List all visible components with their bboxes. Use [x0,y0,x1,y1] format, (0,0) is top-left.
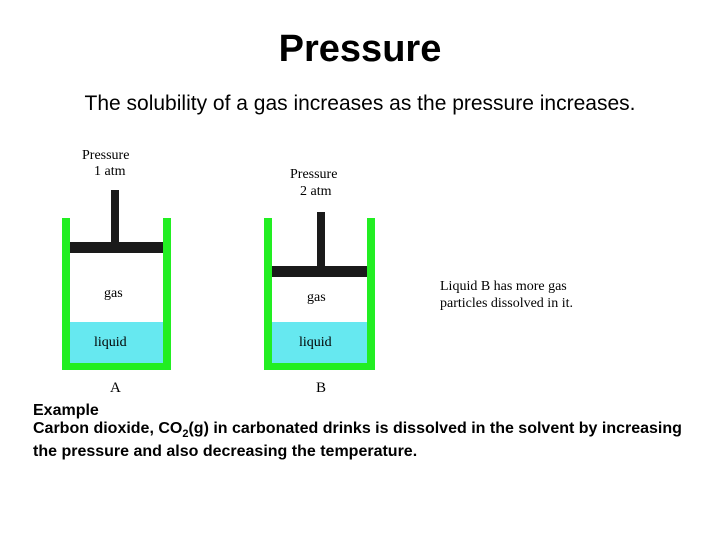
container-b-liquid [272,322,367,363]
slide-subtitle: The solubility of a gas increases as the… [84,92,636,115]
container-a-pressure-value: 1 atm [94,164,126,179]
container-a-gas-label: gas [104,286,123,301]
container-b-bottom-wall [264,363,375,370]
container-b-pressure-label: Pressure [290,167,337,182]
example-text-after: (g) in carbonated drinks is dissolved in… [33,420,682,461]
container-b-liquid-label: liquid [299,335,332,350]
slide-title: Pressure [278,28,442,70]
example-subscript: 2 [182,428,189,441]
container-b-piston-plate [272,266,367,277]
example-text: Carbon dioxide, CO2(g) in carbonated dri… [33,420,693,461]
example-text-before: Carbon dioxide, CO [33,420,183,437]
container-a-piston-rod [111,190,119,242]
container-a-pressure-label: Pressure [82,148,129,163]
container-b-pressure-value: 2 atm [300,184,332,199]
container-b-letter: B [316,380,326,396]
example-heading: Example [33,402,99,419]
container-b-gas-label: gas [307,290,326,305]
container-a-right-wall [163,218,171,370]
container-b-piston-rod [317,212,325,266]
container-a-liquid [70,322,163,363]
container-b: Pressure 2 atm gas liquid B [264,167,375,396]
container-a: Pressure 1 atm gas liquid A [62,148,171,396]
container-a-liquid-label: liquid [94,335,127,350]
diagram-note-line2: particles dissolved in it. [440,296,573,311]
example-block: Example Carbon dioxide, CO2(g) in carbon… [33,402,693,461]
diagram-note-line1: Liquid B has more gas [440,279,567,294]
container-a-bottom-wall [62,363,171,370]
container-a-letter: A [110,380,121,396]
pressure-diagram: Pressure 1 atm gas liquid A Pressure 2 a… [62,148,573,396]
container-a-piston-plate [70,242,163,253]
container-b-left-wall [264,218,272,370]
container-a-left-wall [62,218,70,370]
container-b-right-wall [367,218,375,370]
